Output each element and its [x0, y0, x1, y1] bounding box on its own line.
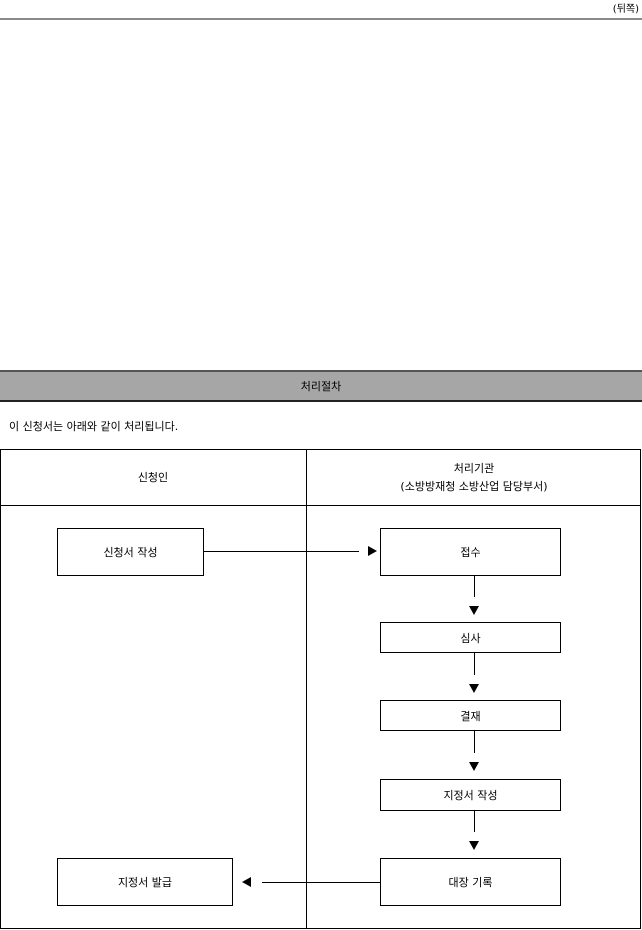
step-register-record-label: 대장 기록	[448, 876, 493, 889]
procedure-header: 처리절차	[0, 370, 642, 402]
processor-column-subtitle: (소방방재청 소방산업 담당부서)	[400, 479, 548, 493]
step-write-application: 신청서 작성	[57, 528, 204, 576]
column-divider	[306, 449, 307, 929]
step-receipt-label: 접수	[460, 546, 481, 559]
procedure-note: 이 신청서는 아래와 같이 처리됩니다.	[9, 420, 179, 433]
applicant-column-title: 신청인	[137, 470, 169, 484]
step-approval-label: 결재	[460, 709, 481, 723]
arrow-receipt-to-review-head	[469, 606, 479, 615]
arrow-review-to-approval-head	[469, 684, 479, 693]
processor-column-header: 처리기관 (소방방재청 소방산업 담당부서)	[307, 450, 641, 505]
step-receipt: 접수	[380, 528, 561, 576]
arrow-designation-to-record-head	[469, 841, 479, 850]
arrow-record-to-issue-line	[262, 882, 380, 883]
step-issue-designation: 지정서 발급	[57, 858, 233, 906]
step-write-designation: 지정서 작성	[380, 779, 561, 811]
arrow-application-to-receipt-line	[204, 551, 359, 552]
step-register-record: 대장 기록	[380, 858, 561, 906]
arrow-review-to-approval-line	[474, 653, 475, 675]
step-approval: 결재	[380, 700, 561, 731]
procedure-header-title: 처리절차	[300, 380, 342, 393]
step-review-label: 심사	[460, 631, 481, 645]
arrow-approval-to-designation-line	[474, 731, 475, 753]
page-side-label: (뒤쪽)	[612, 4, 639, 15]
step-write-designation-label: 지정서 작성	[443, 789, 498, 802]
arrow-approval-to-designation-head	[469, 762, 479, 771]
step-issue-designation-label: 지정서 발급	[117, 876, 173, 889]
arrow-receipt-to-review-line	[474, 576, 475, 597]
applicant-column-header: 신청인	[0, 450, 306, 505]
arrow-designation-to-record-line	[474, 811, 475, 832]
arrow-record-to-issue-head	[242, 877, 251, 887]
flow-table	[0, 449, 641, 929]
processor-column-title: 처리기관	[453, 461, 495, 475]
top-rule	[0, 18, 642, 20]
arrow-application-to-receipt-head	[368, 546, 377, 556]
step-write-application-label: 신청서 작성	[103, 546, 158, 559]
header-divider	[0, 505, 641, 506]
step-review: 심사	[380, 622, 561, 653]
